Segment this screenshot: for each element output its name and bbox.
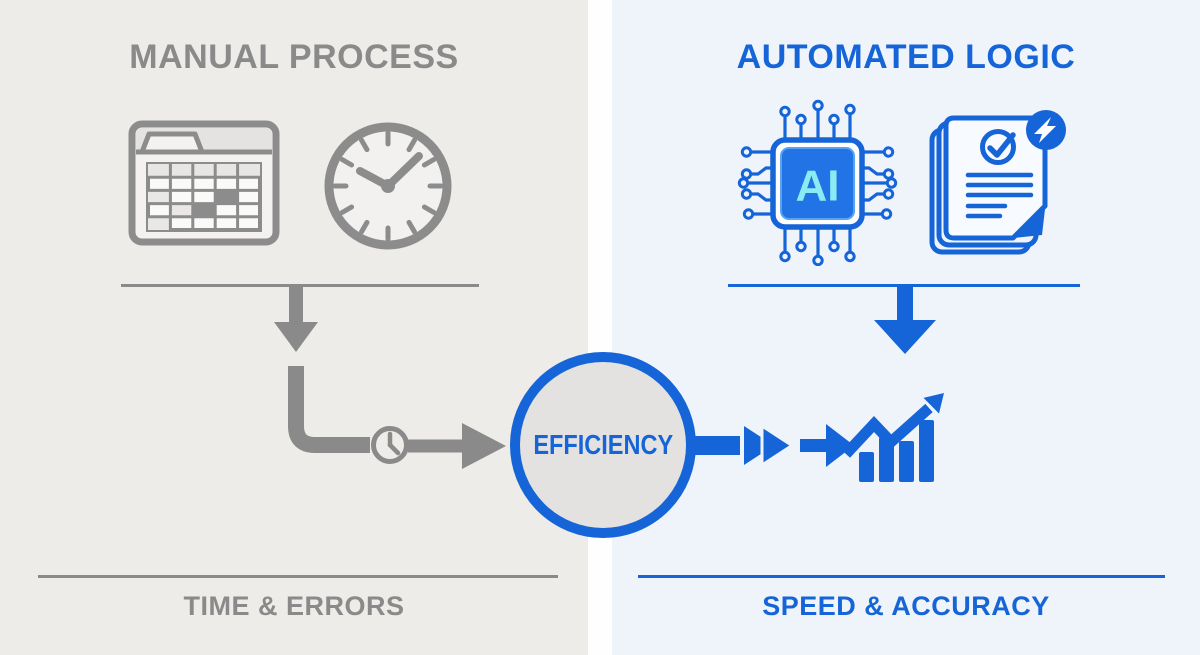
right-caption-line [638, 575, 1165, 578]
down-arrow-icon [274, 286, 318, 352]
right-panel-caption: SPEED & ACCURACY [762, 591, 1050, 621]
lightning-badge-icon [1026, 110, 1066, 150]
spreadsheet-folder-icon [128, 120, 280, 246]
growth-chart-icon [843, 393, 944, 482]
elbow-connector [288, 366, 370, 453]
ai-chip-label: AI [796, 162, 840, 211]
left-caption-line [38, 575, 558, 578]
documents-check-icon [929, 110, 1066, 255]
down-arrow-icon [874, 286, 936, 354]
ai-chip-icon: AI [737, 99, 898, 266]
efficiency-node: EFFICIENCY [510, 352, 696, 538]
left-separator-line [121, 284, 479, 287]
fast-forward-arrows-icon [688, 423, 854, 468]
efficiency-label: EFFICIENCY [533, 429, 673, 460]
panel-divider [588, 0, 612, 655]
left-panel-caption: TIME & ERRORS [183, 591, 405, 621]
left-panel-title: MANUAL PROCESS [129, 38, 459, 76]
right-arrow-icon [408, 423, 506, 469]
right-panel-title: AUTOMATED LOGIC [736, 38, 1076, 76]
small-clock-icon [371, 426, 409, 464]
right-separator-line [728, 284, 1080, 287]
clock-icon [324, 122, 452, 250]
